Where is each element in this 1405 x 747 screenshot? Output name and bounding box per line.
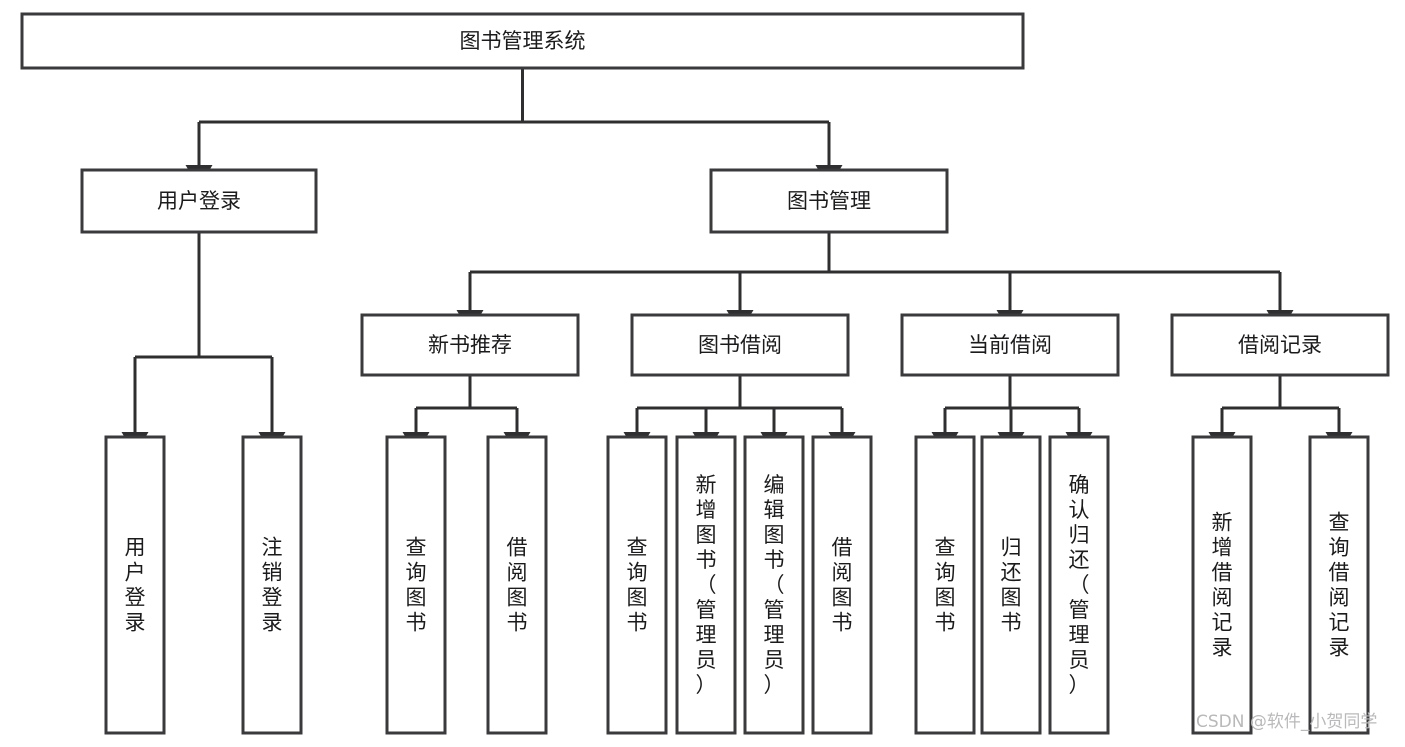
node-label-borrow-record: 借阅记录 bbox=[1238, 333, 1322, 357]
node-label-leaf-cur-query: 查询图书 bbox=[935, 536, 956, 635]
node-leaf-user-login[interactable]: 用户登录 bbox=[104, 435, 166, 735]
node-label-leaf-rec-query-record: 查询借阅记录 bbox=[1329, 511, 1350, 660]
node-box-root bbox=[20, 12, 1025, 70]
node-leaf-rec-query[interactable]: 查询图书 bbox=[385, 435, 447, 735]
node-box-leaf-borrow-lend bbox=[811, 435, 873, 735]
node-label-leaf-borrow-edit: 编辑图书（管理员） bbox=[764, 473, 785, 697]
node-leaf-cur-confirm[interactable]: 确认归还（管理员） bbox=[1048, 435, 1110, 735]
node-leaf-borrow-query[interactable]: 查询图书 bbox=[606, 435, 668, 735]
node-leaf-borrow-lend[interactable]: 借阅图书 bbox=[811, 435, 873, 735]
node-box-borrow-record bbox=[1170, 313, 1390, 377]
node-leaf-rec-borrow[interactable]: 借阅图书 bbox=[486, 435, 548, 735]
node-box-leaf-rec-add bbox=[1191, 435, 1253, 735]
node-label-book-admin: 图书管理 bbox=[787, 189, 871, 213]
node-label-leaf-cur-return: 归还图书 bbox=[1001, 536, 1022, 635]
node-label-leaf-borrow-lend: 借阅图书 bbox=[832, 536, 853, 635]
node-label-leaf-borrow-query: 查询图书 bbox=[627, 536, 648, 635]
node-label-current-borrow: 当前借阅 bbox=[968, 333, 1052, 357]
node-box-leaf-user-login bbox=[104, 435, 166, 735]
node-label-new-book-rec: 新书推荐 bbox=[428, 333, 512, 357]
node-box-leaf-cur-query bbox=[914, 435, 976, 735]
node-box-user-login bbox=[80, 168, 318, 234]
node-box-book-borrow bbox=[630, 313, 850, 377]
node-label-user-login: 用户登录 bbox=[157, 189, 241, 213]
node-label-leaf-rec-borrow: 借阅图书 bbox=[507, 536, 528, 635]
node-box-leaf-user-logout bbox=[241, 435, 303, 735]
node-label-leaf-rec-add: 新增借阅记录 bbox=[1212, 511, 1233, 660]
node-label-root: 图书管理系统 bbox=[460, 29, 586, 53]
node-borrow-record[interactable]: 借阅记录 bbox=[1170, 313, 1390, 377]
node-box-book-admin bbox=[709, 168, 949, 234]
node-box-leaf-rec-query bbox=[385, 435, 447, 735]
node-box-leaf-rec-query-record bbox=[1308, 435, 1370, 735]
node-label-leaf-user-login: 用户登录 bbox=[125, 536, 146, 635]
node-leaf-borrow-edit[interactable]: 编辑图书（管理员） bbox=[743, 435, 805, 735]
node-label-leaf-user-logout: 注销登录 bbox=[262, 536, 283, 635]
node-box-current-borrow bbox=[900, 313, 1120, 377]
node-leaf-user-logout[interactable]: 注销登录 bbox=[241, 435, 303, 735]
watermark-label: CSDN @软件_小贺同学 bbox=[1196, 712, 1377, 732]
connector-layer bbox=[121, 68, 1353, 455]
node-label-leaf-cur-confirm: 确认归还（管理员） bbox=[1069, 473, 1090, 697]
node-box-leaf-borrow-add bbox=[675, 435, 737, 735]
node-box-leaf-rec-borrow bbox=[486, 435, 548, 735]
node-leaf-borrow-add[interactable]: 新增图书（管理员） bbox=[675, 435, 737, 735]
node-book-borrow[interactable]: 图书借阅 bbox=[630, 313, 850, 377]
node-box-new-book-rec bbox=[360, 313, 580, 377]
node-box-leaf-borrow-edit bbox=[743, 435, 805, 735]
node-layer: 图书管理系统用户登录图书管理新书推荐图书借阅当前借阅借阅记录用户登录注销登录查询… bbox=[20, 12, 1390, 735]
node-box-leaf-cur-return bbox=[980, 435, 1042, 735]
node-label-book-borrow: 图书借阅 bbox=[698, 333, 782, 357]
node-current-borrow[interactable]: 当前借阅 bbox=[900, 313, 1120, 377]
node-box-leaf-cur-confirm bbox=[1048, 435, 1110, 735]
node-user-login[interactable]: 用户登录 bbox=[80, 168, 318, 234]
node-leaf-cur-return[interactable]: 归还图书 bbox=[980, 435, 1042, 735]
node-leaf-rec-add[interactable]: 新增借阅记录 bbox=[1191, 435, 1253, 735]
node-leaf-rec-query-record[interactable]: 查询借阅记录 bbox=[1308, 435, 1370, 735]
node-new-book-rec[interactable]: 新书推荐 bbox=[360, 313, 580, 377]
node-label-leaf-rec-query: 查询图书 bbox=[406, 536, 427, 635]
node-leaf-cur-query[interactable]: 查询图书 bbox=[914, 435, 976, 735]
node-box-leaf-borrow-query bbox=[606, 435, 668, 735]
node-book-admin[interactable]: 图书管理 bbox=[709, 168, 949, 234]
node-label-leaf-borrow-add: 新增图书（管理员） bbox=[696, 473, 717, 697]
node-root[interactable]: 图书管理系统 bbox=[20, 12, 1025, 70]
